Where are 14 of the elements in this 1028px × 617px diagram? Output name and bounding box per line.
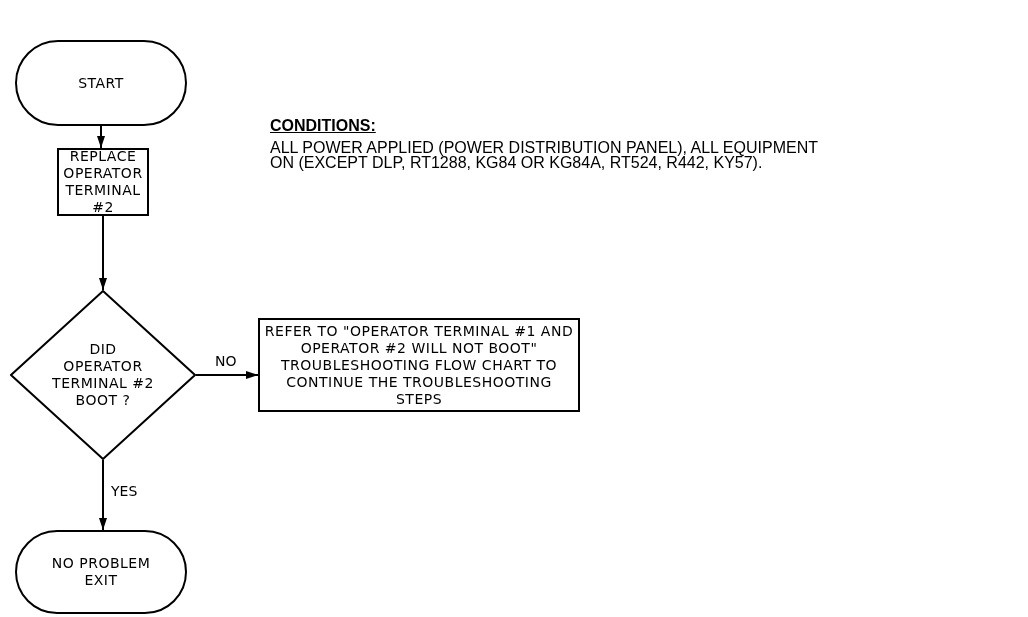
conditions-text: ALL POWER APPLIED (POWER DISTRIBUTION PANEL), ALL EQUIPMENT ON (EXCEPT DLP, RT1288, KG84 OR KG84A, RT524, R442, KY57). xyxy=(270,140,819,170)
node-text: START xyxy=(77,74,125,92)
arrow xyxy=(99,215,107,291)
node-text: REFER TO "OPERATOR TERMINAL #1 AND OPERATOR #2 WILL NOT BOOT" TROUBLESHOOTING FLOW CHART TO CONTINUE THE TROUBLESHOOTING STEPS xyxy=(263,322,575,408)
conditions-heading: CONDITIONS: xyxy=(270,118,377,133)
node-text: REPLACE OPERATOR TERMINAL #2 xyxy=(62,148,144,216)
decision-question: DID OPERATOR TERMINAL #2 BOOT ? xyxy=(51,341,155,409)
decision-diamond xyxy=(10,290,196,460)
edge-label: NO xyxy=(213,353,239,369)
arrow xyxy=(99,459,107,531)
edge-label: YES xyxy=(109,483,140,499)
arrow xyxy=(195,371,259,379)
node-text: NO PROBLEM EXIT xyxy=(50,555,152,589)
arrow xyxy=(97,125,105,149)
